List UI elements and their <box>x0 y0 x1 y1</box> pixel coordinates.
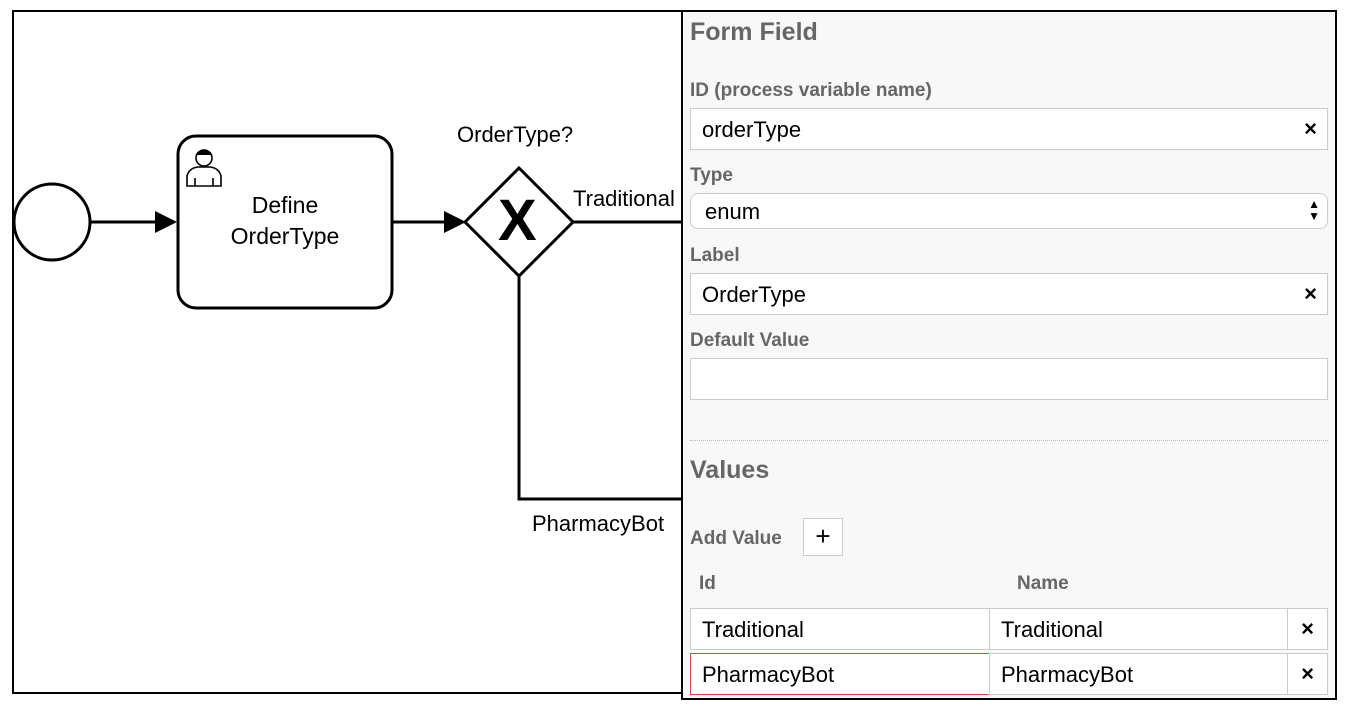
user-task-icon <box>186 149 222 187</box>
label-field-clear-button[interactable]: × <box>1304 281 1317 306</box>
start-event[interactable] <box>14 182 92 262</box>
gateway-x-marker: X <box>498 188 537 253</box>
select-arrows-icon: ▲▼ <box>1308 197 1320 223</box>
properties-panel: Form Field ID (process variable name) or… <box>681 10 1337 700</box>
label-field-input[interactable]: OrderType × <box>690 273 1328 315</box>
label-field-value: OrderType <box>702 282 806 307</box>
flow-label-traditional: Traditional <box>573 186 675 211</box>
gateway-label: OrderType? <box>457 122 574 147</box>
task-name-line2: OrderType <box>230 223 340 249</box>
id-field-clear-button[interactable]: × <box>1304 116 1317 141</box>
form-field-title: Form Field <box>690 18 818 46</box>
add-value-label: Add Value <box>690 528 782 549</box>
value-row-1-name-input[interactable]: Traditional <box>989 608 1288 650</box>
type-select-value: enum <box>705 199 761 224</box>
value-row-1-remove-button[interactable]: × <box>1287 608 1328 650</box>
flow-arrowhead-1 <box>155 211 177 233</box>
type-select[interactable]: enum ▲▼ <box>690 193 1328 229</box>
column-header-name: Name <box>1017 573 1069 594</box>
default-value-input[interactable] <box>690 358 1328 400</box>
id-field-value: orderType <box>702 117 802 142</box>
value-row-2-id-input[interactable]: PharmacyBot <box>690 653 990 695</box>
flow-label-pharmacybot: PharmacyBot <box>532 511 665 536</box>
values-title: Values <box>690 456 770 484</box>
value-row-2-name-input[interactable]: PharmacyBot <box>989 653 1288 695</box>
value-row-2-name: PharmacyBot <box>1001 662 1134 687</box>
id-field-label: ID (process variable name) <box>690 80 932 101</box>
type-field-label: Type <box>690 165 733 186</box>
default-value-label: Default Value <box>690 330 810 351</box>
flow-arrowhead-2 <box>444 211 466 233</box>
column-header-id: Id <box>699 573 716 594</box>
label-field-label: Label <box>690 245 740 266</box>
task-name: Define OrderType <box>178 190 392 252</box>
add-value-button[interactable]: + <box>803 518 843 556</box>
sequence-flow-pharmacybot[interactable] <box>517 276 682 501</box>
task-name-line1: Define <box>251 192 319 218</box>
value-row-1-id-input[interactable]: Traditional <box>690 608 990 650</box>
bpmn-diagram-svg <box>14 134 682 501</box>
bpmn-canvas[interactable]: Define OrderType X OrderType? Traditiona… <box>12 10 682 694</box>
value-row-1-name: Traditional <box>1001 617 1103 642</box>
section-divider <box>690 440 1328 441</box>
value-row-2-id: PharmacyBot <box>702 662 835 687</box>
id-field-input[interactable]: orderType × <box>690 108 1328 150</box>
value-row-2-remove-button[interactable]: × <box>1287 653 1328 695</box>
value-row-1-id: Traditional <box>702 617 804 642</box>
